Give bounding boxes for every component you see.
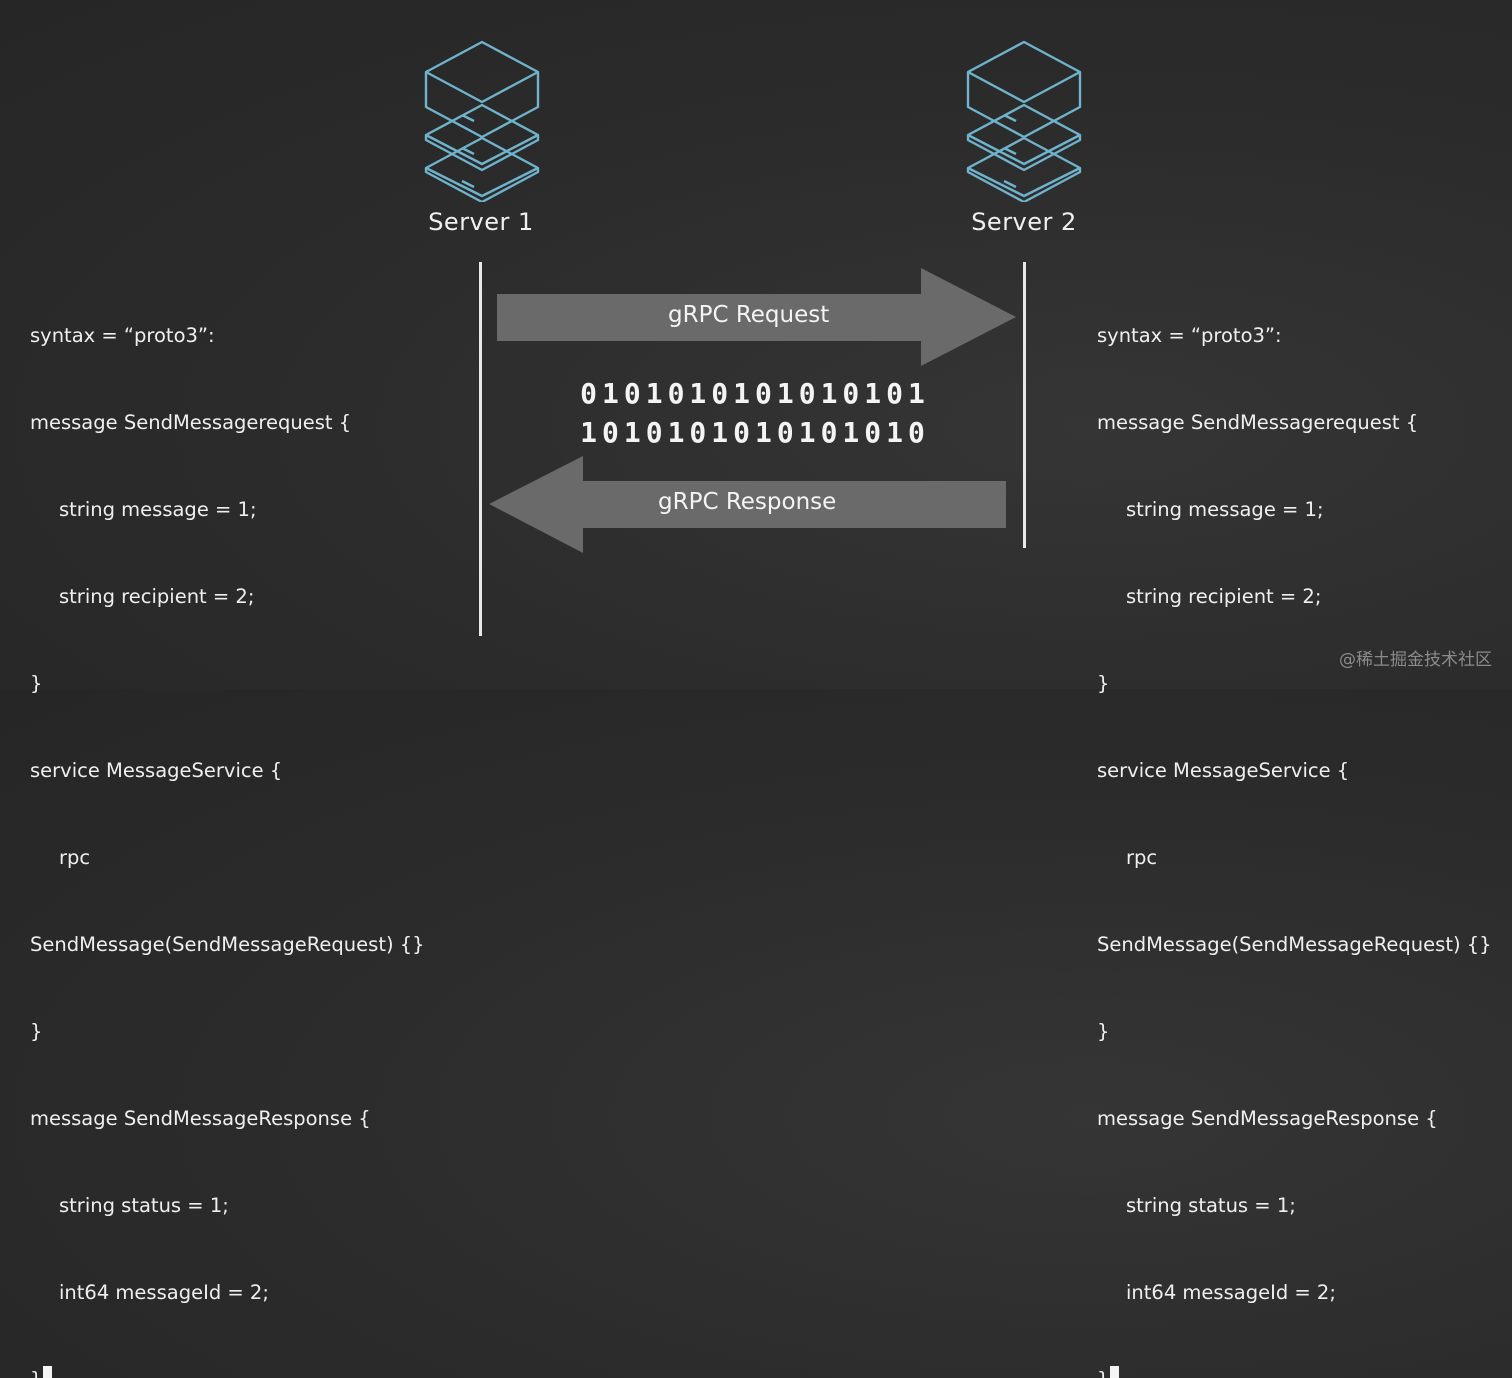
code-line: syntax = “proto3”: [30,324,215,347]
code-line: string status = 1; [1126,1194,1296,1217]
code-line: message SendMessageResponse { [30,1107,371,1130]
code-line: int64 messageId = 2; [1126,1281,1336,1304]
server-1-label: Server 1 [428,208,534,236]
code-line: rpc [1126,846,1158,869]
code-line: message SendMessagerequest { [30,411,352,434]
code-line: message SendMessageResponse { [1097,1107,1438,1130]
code-line: int64 messageId = 2; [59,1281,269,1304]
server-2-icon [966,40,1082,202]
code-line-last: } [1097,1365,1492,1378]
code-line: string message = 1; [1126,498,1324,521]
code-line: string recipient = 2; [59,585,255,608]
server-2-label: Server 2 [971,208,1077,236]
arrows-layer [489,268,1016,553]
text-cursor [43,1366,53,1378]
code-line: } [30,1020,43,1043]
code-line: rpc [59,846,91,869]
code-line: } [1097,672,1110,695]
server-1-lifeline [479,262,482,636]
response-arrow [489,456,1006,553]
code-line: message SendMessagerequest { [1097,411,1419,434]
watermark: @稀土掘金技术社区 [1339,650,1492,670]
server-1-icon [424,40,540,202]
code-line: syntax = “proto3”: [1097,324,1282,347]
server-1-proto-code: syntax = “proto3”: message SendMessagere… [30,263,425,1378]
request-arrow-label: gRPC Request [668,302,830,328]
code-line: string recipient = 2; [1126,585,1322,608]
code-line: } [30,672,43,695]
code-line: } [30,1368,42,1378]
code-line: } [1097,1020,1110,1043]
code-line: SendMessage(SendMessageRequest) {} [30,933,425,956]
code-line: } [1097,1368,1109,1378]
binary-line-2: 1010101010101010 [580,416,930,449]
code-line: service MessageService { [1097,759,1350,782]
code-line: SendMessage(SendMessageRequest) {} [1097,933,1492,956]
response-arrow-label: gRPC Response [658,489,837,515]
server-2-proto-code: syntax = “proto3”: message SendMessagere… [1097,263,1492,1378]
binary-line-1: 0101010101010101 [580,377,930,410]
code-line: service MessageService { [30,759,283,782]
text-cursor [1110,1366,1120,1378]
code-line: string status = 1; [59,1194,229,1217]
code-line-last: } [30,1365,425,1378]
code-line: string message = 1; [59,498,257,521]
server-2-lifeline [1023,262,1026,548]
request-arrow [497,268,1016,366]
